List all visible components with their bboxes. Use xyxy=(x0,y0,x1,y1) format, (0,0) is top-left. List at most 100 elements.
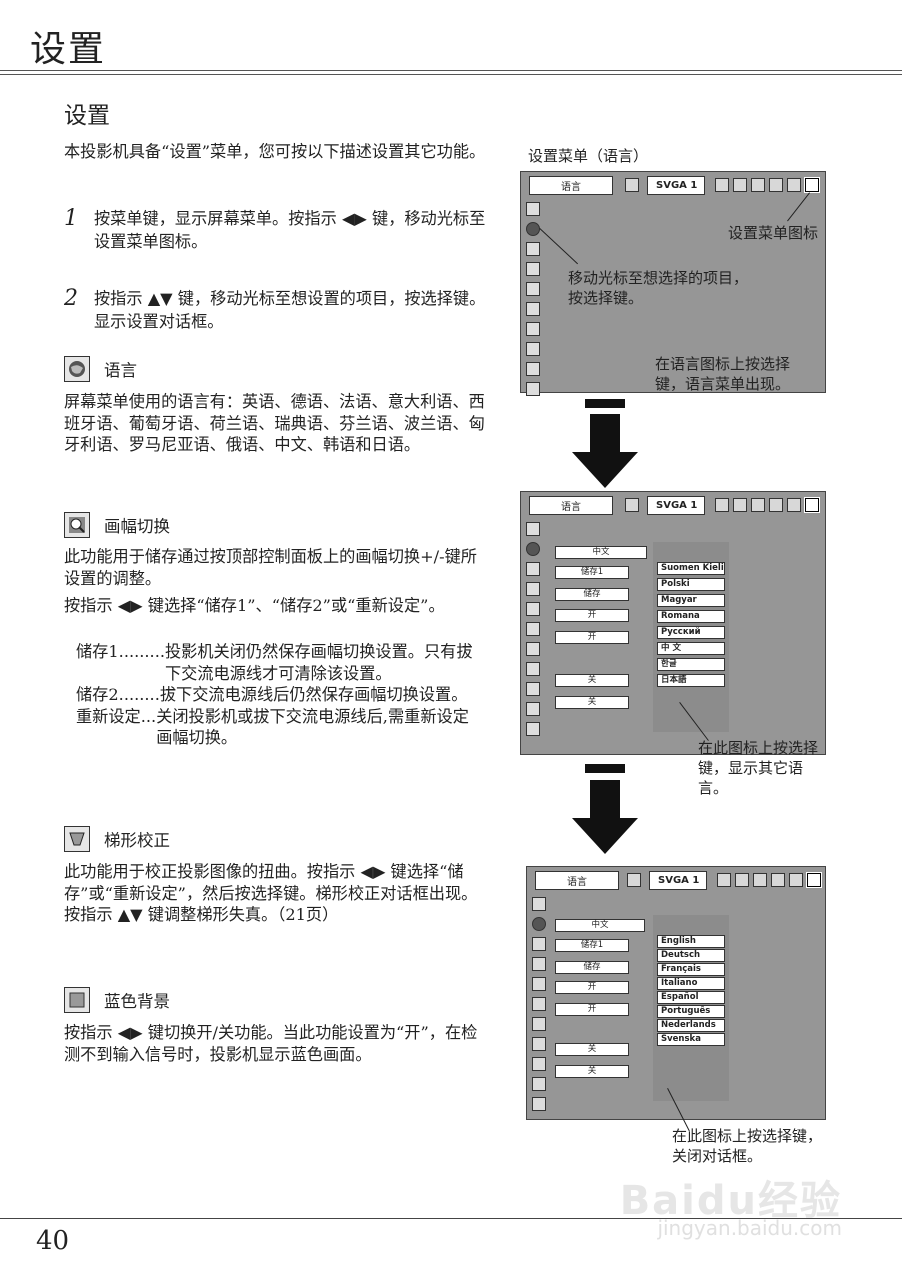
language-option[interactable]: Русский xyxy=(657,626,725,639)
chapter-title: 设置 xyxy=(30,29,107,70)
keystone-icon xyxy=(526,262,540,276)
logo-icon xyxy=(526,642,540,656)
setting-icon xyxy=(806,872,822,888)
zoom-definition-list: 储存1......... 投影机关闭仍然保存画幅切换设置。只有拔下交流电源线才可… xyxy=(76,641,483,749)
blueback-label: 蓝色背景 xyxy=(104,992,170,1011)
step-2-text: 按指示 ▲▼ 键，移动光标至想设置的项目，按选择键。显示设置对话框。 xyxy=(94,289,486,331)
zoom-heading: 画幅切换 xyxy=(64,512,170,538)
image-icon xyxy=(733,178,747,192)
definition-desc: 拔下交流电源线后仍然保存画幅切换设置。 xyxy=(159,685,468,704)
osd-icon-column xyxy=(526,522,542,742)
menu-value: 储存 xyxy=(555,961,629,974)
language-option[interactable]: Português xyxy=(657,1005,725,1018)
globe-icon xyxy=(526,222,540,236)
arrow-shaft xyxy=(590,780,620,820)
setting-icon xyxy=(804,177,820,193)
annotation-setup-icon: 设置菜单图标 xyxy=(728,224,819,242)
zoom-icon xyxy=(532,937,546,951)
rear-icon xyxy=(526,682,540,696)
definition-term: 储存1......... xyxy=(76,642,165,661)
definition-item: 储存2........ 拔下交流电源线后仍然保存画幅切换设置。 xyxy=(76,684,483,706)
language-option[interactable]: 日本語 xyxy=(657,674,725,687)
annotation-press-select: 在语言图标上按选择键，语言菜单出现。 xyxy=(655,355,791,393)
globe-icon xyxy=(64,356,90,382)
blueback-heading: 蓝色背景 xyxy=(64,987,170,1013)
osd-svga-field: SVGA 1 xyxy=(649,871,707,890)
zoom-label: 画幅切换 xyxy=(104,517,170,536)
menu-value: 关 xyxy=(555,1043,629,1056)
arrow-down-icon xyxy=(572,818,638,854)
zoom-icon xyxy=(64,512,90,538)
menu-value: 关 xyxy=(555,1065,629,1078)
keystone-heading: 梯形校正 xyxy=(64,826,170,852)
color-icon xyxy=(753,873,767,887)
globe-icon xyxy=(526,542,540,556)
logo-icon xyxy=(532,1017,546,1031)
menu-value: 关 xyxy=(555,674,629,687)
osd-menu-2: 语言 SVGA 1 中文 储存1 储存 开 开 关 关 Suomen Kieli… xyxy=(520,491,826,755)
blue-back-icon xyxy=(532,977,546,991)
definition-term: 重新设定... xyxy=(76,706,157,726)
language-label: 语言 xyxy=(104,361,137,380)
language-body: 屏幕菜单使用的语言有：英语、德语、法语、意大利语、西班牙语、葡萄牙语、荷兰语、瑞… xyxy=(64,392,485,454)
definition-desc: 关闭投影机或拔下交流电源线后,需重新设定画幅切换。 xyxy=(156,706,469,748)
figure-caption: 设置菜单（语言） xyxy=(528,147,649,165)
pc-adjust-icon xyxy=(717,873,731,887)
definition-term: 储存2........ xyxy=(76,685,160,704)
menu-value: 开 xyxy=(555,981,629,994)
ceiling-icon xyxy=(532,1037,546,1051)
keystone-icon xyxy=(526,582,540,596)
screen-size-icon xyxy=(771,873,785,887)
up-arrow-icon xyxy=(526,202,540,216)
menu-value: 开 xyxy=(555,609,629,622)
language-option[interactable]: Magyar xyxy=(657,594,725,607)
zoom-icon xyxy=(526,562,540,576)
definition-item: 储存1......... 投影机关闭仍然保存画幅切换设置。只有拔下交流电源线才可… xyxy=(76,641,483,684)
language-option[interactable]: Nederlands xyxy=(657,1019,725,1032)
menu-value: 开 xyxy=(555,631,629,644)
screen-icon xyxy=(627,873,641,887)
arrow-down-icon xyxy=(572,452,638,488)
ceiling-icon xyxy=(526,342,540,356)
blueback-body: 按指示 ◀▶ 键切换开/关功能。当此功能设置为“开”，在检测不到输入信号时，投影… xyxy=(64,1023,478,1064)
keystone-icon xyxy=(532,957,546,971)
color-icon xyxy=(751,178,765,192)
display-icon xyxy=(526,622,540,636)
language-option[interactable]: 한글 xyxy=(657,658,725,671)
menu-value: 中文 xyxy=(555,546,647,559)
definition-desc: 投影机关闭仍然保存画幅切换设置。只有拔下交流电源线才可清除该设置。 xyxy=(164,642,473,683)
color-icon xyxy=(751,498,765,512)
language-option[interactable]: Svenska xyxy=(657,1033,725,1046)
language-option[interactable]: Romana xyxy=(657,610,725,623)
menu-value: 储存1 xyxy=(555,939,629,952)
osd-language-field: 语言 xyxy=(529,496,613,515)
language-option[interactable]: Suomen Kieli xyxy=(657,562,725,575)
language-option[interactable]: English xyxy=(657,935,725,948)
up-arrow-icon xyxy=(526,522,540,536)
language-option[interactable]: Deutsch xyxy=(657,949,725,962)
section-title: 设置 xyxy=(64,103,110,129)
image-icon xyxy=(733,498,747,512)
language-option[interactable]: Español xyxy=(657,991,725,1004)
osd-icon-column xyxy=(526,202,542,402)
keystone-icon xyxy=(64,826,90,852)
up-arrow-icon xyxy=(532,897,546,911)
osd-icon-column xyxy=(532,897,548,1117)
language-option[interactable]: Italiano xyxy=(657,977,725,990)
ceiling-icon xyxy=(526,662,540,676)
globe-icon xyxy=(532,917,546,931)
language-option[interactable]: 中 文 xyxy=(657,642,725,655)
step-1-text: 按菜单键，显示屏幕菜单。按指示 ◀▶ 键，移动光标至设置菜单图标。 xyxy=(94,209,486,251)
rear-icon xyxy=(532,1057,546,1071)
page-number: 40 xyxy=(36,1226,70,1256)
annotation-move-cursor: 移动光标至想选择的项目，按选择键。 xyxy=(568,269,749,307)
osd-language-field: 语言 xyxy=(535,871,619,890)
setting-icon xyxy=(804,497,820,513)
blue-back-icon xyxy=(526,282,540,296)
language-option[interactable]: Français xyxy=(657,963,725,976)
language-option[interactable]: Polski xyxy=(657,578,725,591)
step-2-number: 2 xyxy=(64,286,78,311)
blue-back-icon xyxy=(526,602,540,616)
zoom-body-1: 此功能用于储存通过按顶部控制面板上的画幅切换+/-键所设置的调整。 xyxy=(64,547,477,588)
language-list: English Deutsch Français Italiano Españo… xyxy=(653,915,729,1101)
